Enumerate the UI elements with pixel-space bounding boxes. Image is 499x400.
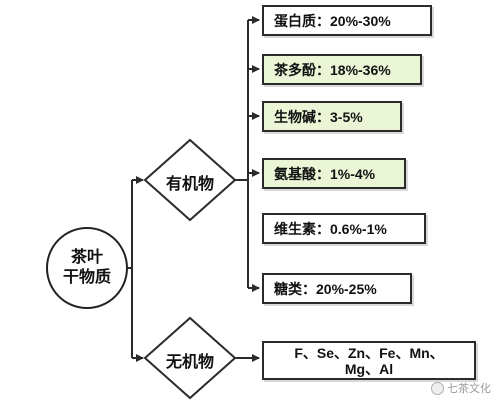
wechat-logo-icon bbox=[431, 381, 444, 395]
organic-item-alkaloids: 生物碱：3-5% bbox=[262, 101, 402, 132]
root-label-line2: 干物质 bbox=[62, 269, 111, 286]
organic-item-vitamins: 维生素：0.6%-1% bbox=[262, 213, 426, 244]
organic-item-tea-polyphenols: 茶多酚：18%-36% bbox=[262, 54, 422, 85]
organic-item-sugars: 糖类：20%-25% bbox=[262, 273, 412, 304]
tea-dry-matter-circle: 茶叶 干物质 bbox=[46, 227, 128, 309]
organic-label: 有机物 bbox=[165, 176, 214, 193]
inorganic-elements-line1: F、Se、Zn、Fe、Mn、 bbox=[294, 345, 444, 361]
root-label-line1: 茶叶 bbox=[70, 249, 103, 266]
watermark-text: 七茶文化 bbox=[447, 383, 491, 395]
watermark: 七茶文化 bbox=[431, 380, 491, 396]
inorganic-elements-box: F、Se、Zn、Fe、Mn、 Mg、Al bbox=[262, 341, 476, 380]
inorganic-label: 无机物 bbox=[165, 354, 214, 371]
organic-item-protein: 蛋白质：20%-30% bbox=[262, 5, 432, 36]
organic-item-amino-acids: 氨基酸：1%-4% bbox=[262, 158, 406, 189]
inorganic-elements-line2: Mg、Al bbox=[344, 361, 394, 377]
